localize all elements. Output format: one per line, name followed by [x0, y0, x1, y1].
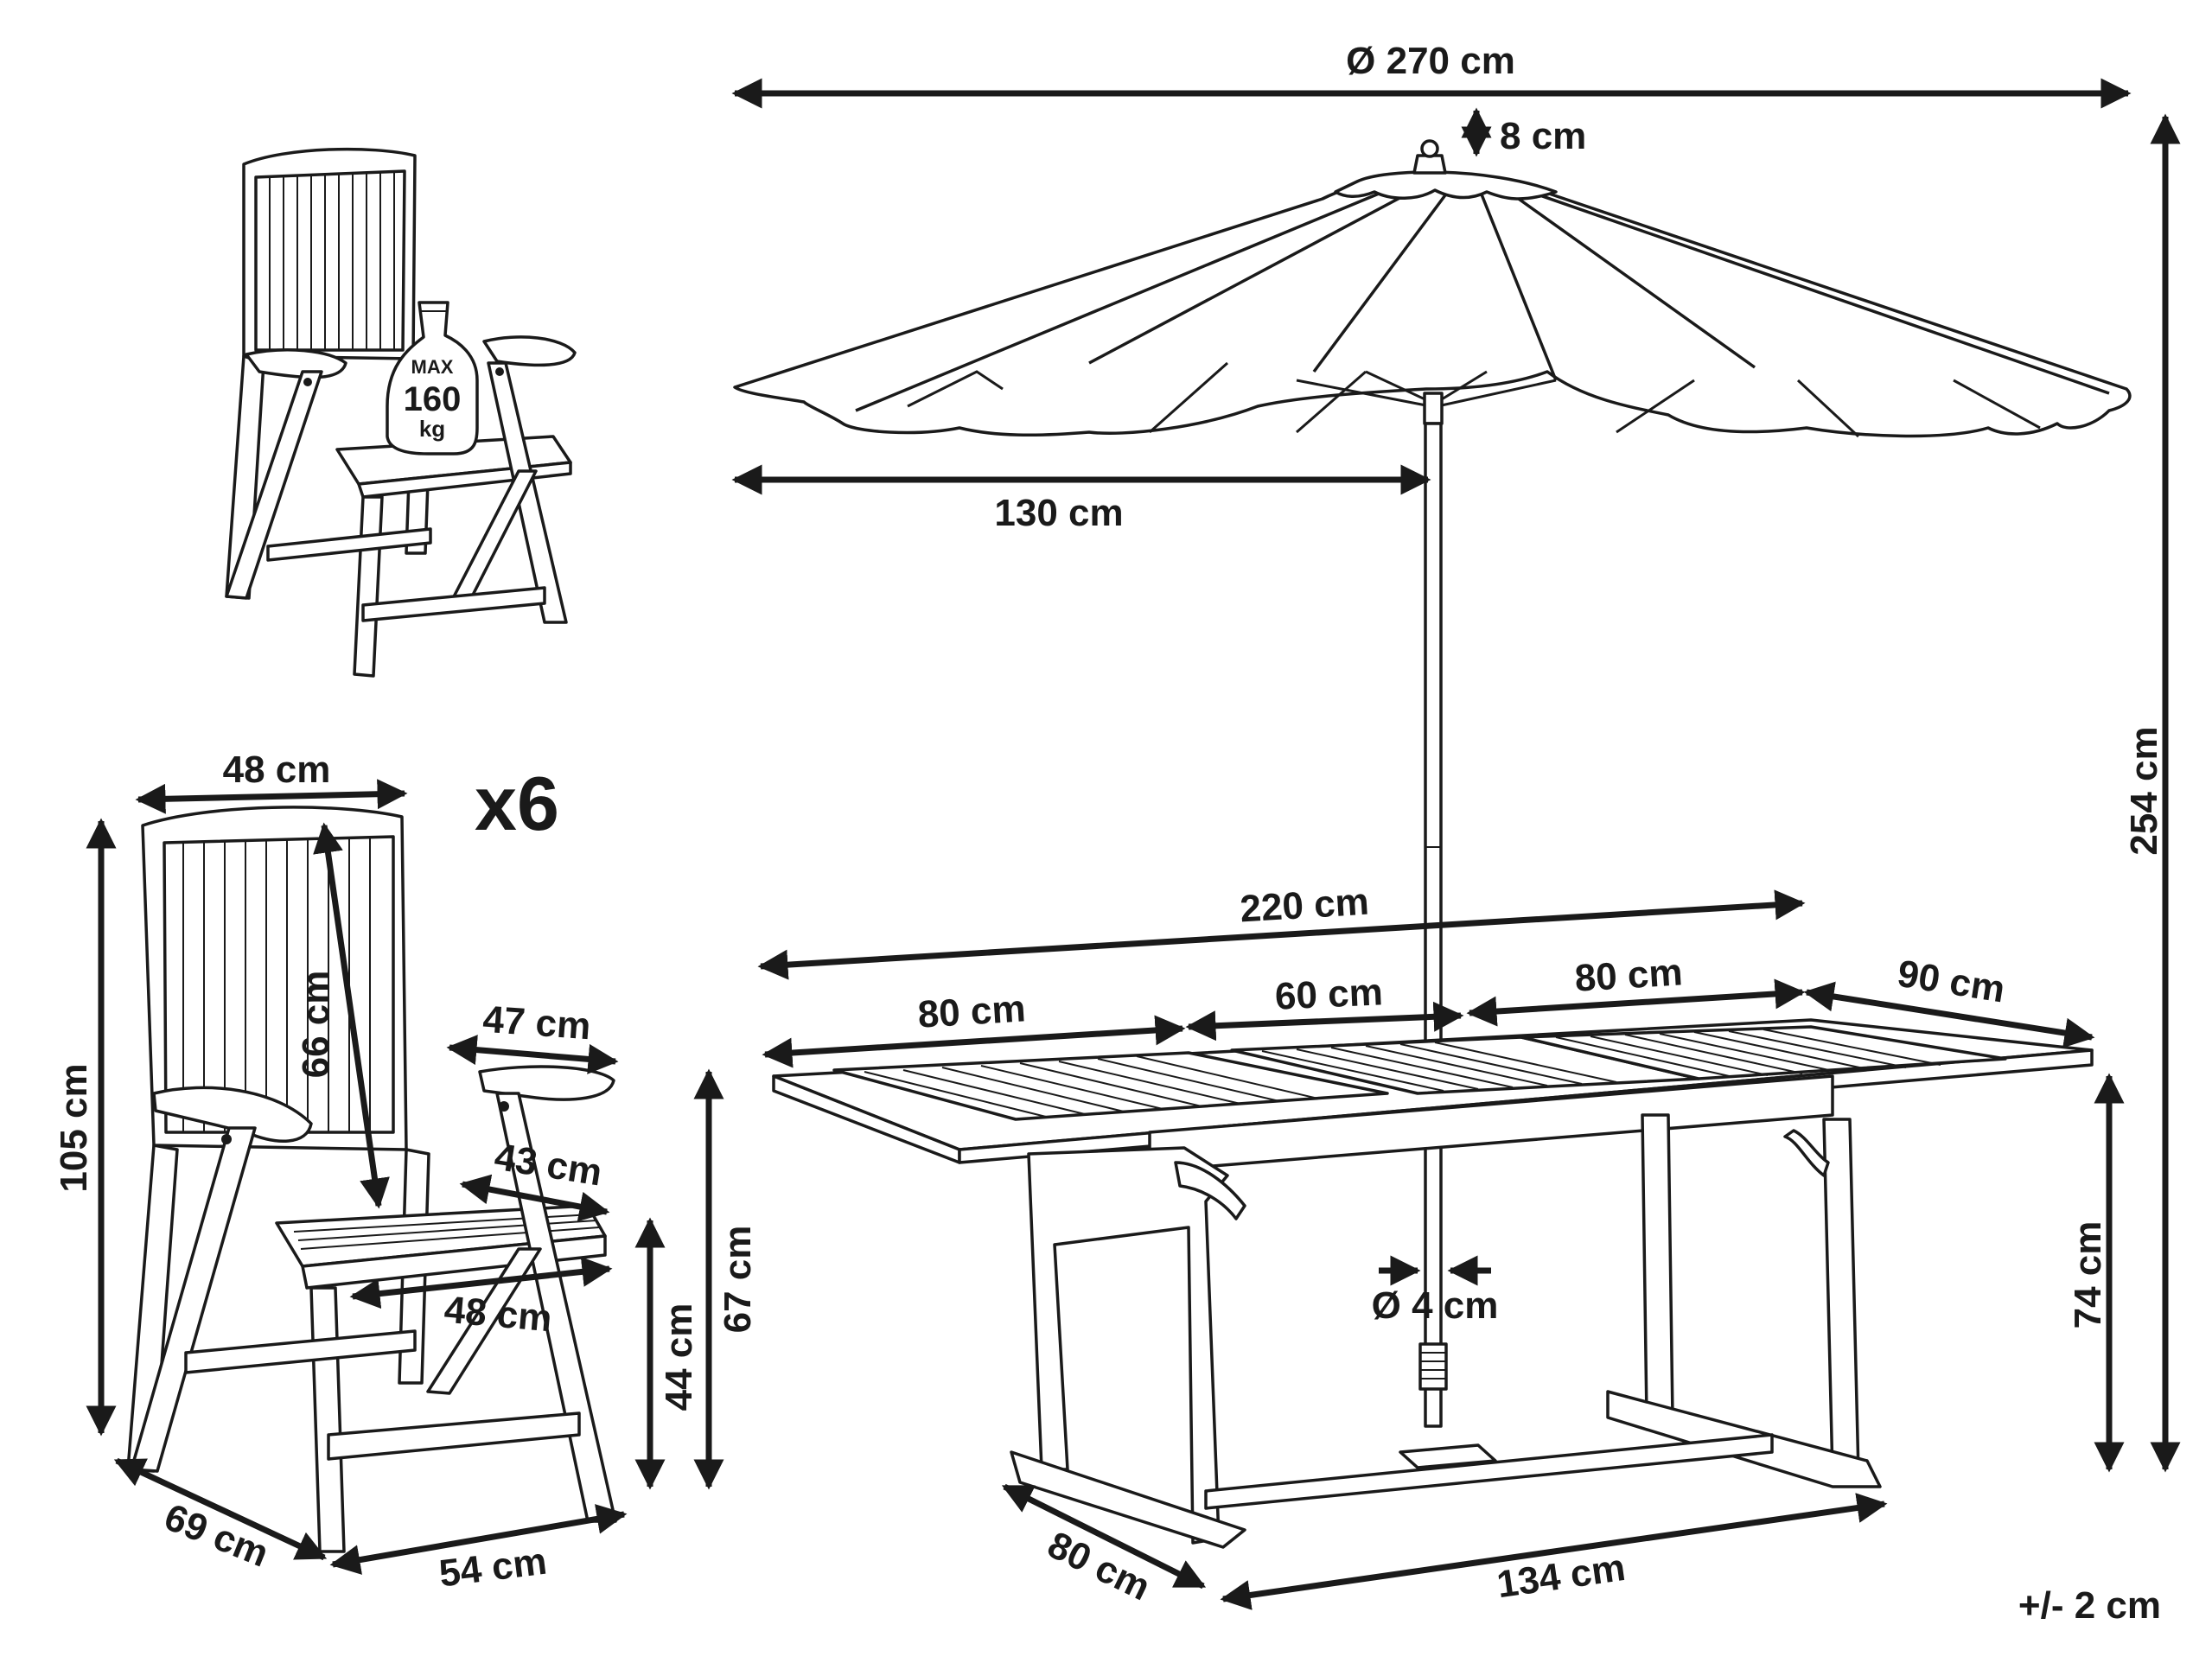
- table-middle-panel-label: 60 cm: [1274, 971, 1384, 1017]
- umbrella-height-label: 254 cm: [2123, 726, 2165, 855]
- table-base-depth-arrow: [1001, 1483, 1207, 1590]
- tolerance-label: +/- 2 cm: [2018, 1584, 2161, 1627]
- chair-footprint-width-arrow: [329, 1504, 628, 1575]
- umbrella-top-label: 8 cm: [1500, 115, 1586, 157]
- table-depth-top-arrow: [1803, 981, 2095, 1048]
- chair-seat-width-arrow: [349, 1256, 613, 1309]
- dimension-labels: Ø 270 cm 8 cm 130 cm 254 cm Ø 4 cm 220 c…: [53, 40, 2165, 1627]
- chair-armrest-label: 47 cm: [481, 998, 592, 1048]
- chair-back-width-label: 48 cm: [223, 749, 331, 791]
- load-label-unit: kg: [419, 416, 445, 442]
- chair-armrest-height-label: 67 cm: [717, 1226, 759, 1334]
- chair-back-height-label: 66 cm: [295, 971, 337, 1079]
- umbrella-diameter-label: Ø 270 cm: [1346, 40, 1515, 82]
- chair-total-height-label: 105 cm: [53, 1063, 95, 1192]
- pole-diameter-label: Ø 4 cm: [1372, 1284, 1499, 1327]
- table-right-panel-label: 80 cm: [1573, 951, 1684, 1000]
- chair-armrest-arrow: [446, 1035, 619, 1074]
- chair-back-width-arrow: [135, 779, 408, 814]
- table-left-panel-label: 80 cm: [916, 987, 1027, 1036]
- chair-seat-depth-label: 43 cm: [492, 1136, 605, 1195]
- umbrella-illustration: [733, 139, 2132, 1428]
- table-right-panel-arrow: [1466, 978, 1806, 1027]
- table-left-panel-arrow: [762, 1015, 1186, 1068]
- chair-seat-width-label: 48 cm: [443, 1289, 554, 1341]
- chair-back-height-arrow: [313, 822, 390, 1209]
- chair-footprint-width-label: 54 cm: [437, 1540, 549, 1596]
- chair-seat-depth-arrow: [459, 1174, 610, 1222]
- table-base-length-arrow: [1220, 1493, 1888, 1610]
- table-length-arrow: [757, 889, 1806, 980]
- table-illustration: [772, 1018, 2094, 1549]
- chair-seat-height-label: 44 cm: [658, 1303, 700, 1411]
- umbrella-radius-label: 130 cm: [994, 492, 1123, 534]
- table-middle-panel-arrow: [1185, 1001, 1464, 1042]
- load-label-value: 160: [404, 380, 462, 418]
- chair-quantity-label: x6: [475, 761, 559, 846]
- max-load-icon: MAX 160 kg: [386, 301, 479, 456]
- table-depth-top-label: 90 cm: [1895, 953, 2008, 1011]
- table-length-label: 220 cm: [1239, 881, 1370, 931]
- chair-footprint-depth-arrow: [113, 1457, 328, 1561]
- load-label-max: MAX: [411, 356, 454, 378]
- dimension-lines: [86, 78, 2181, 1610]
- small-chair-illustration: [225, 147, 577, 678]
- table-height-label: 74 cm: [2067, 1221, 2109, 1329]
